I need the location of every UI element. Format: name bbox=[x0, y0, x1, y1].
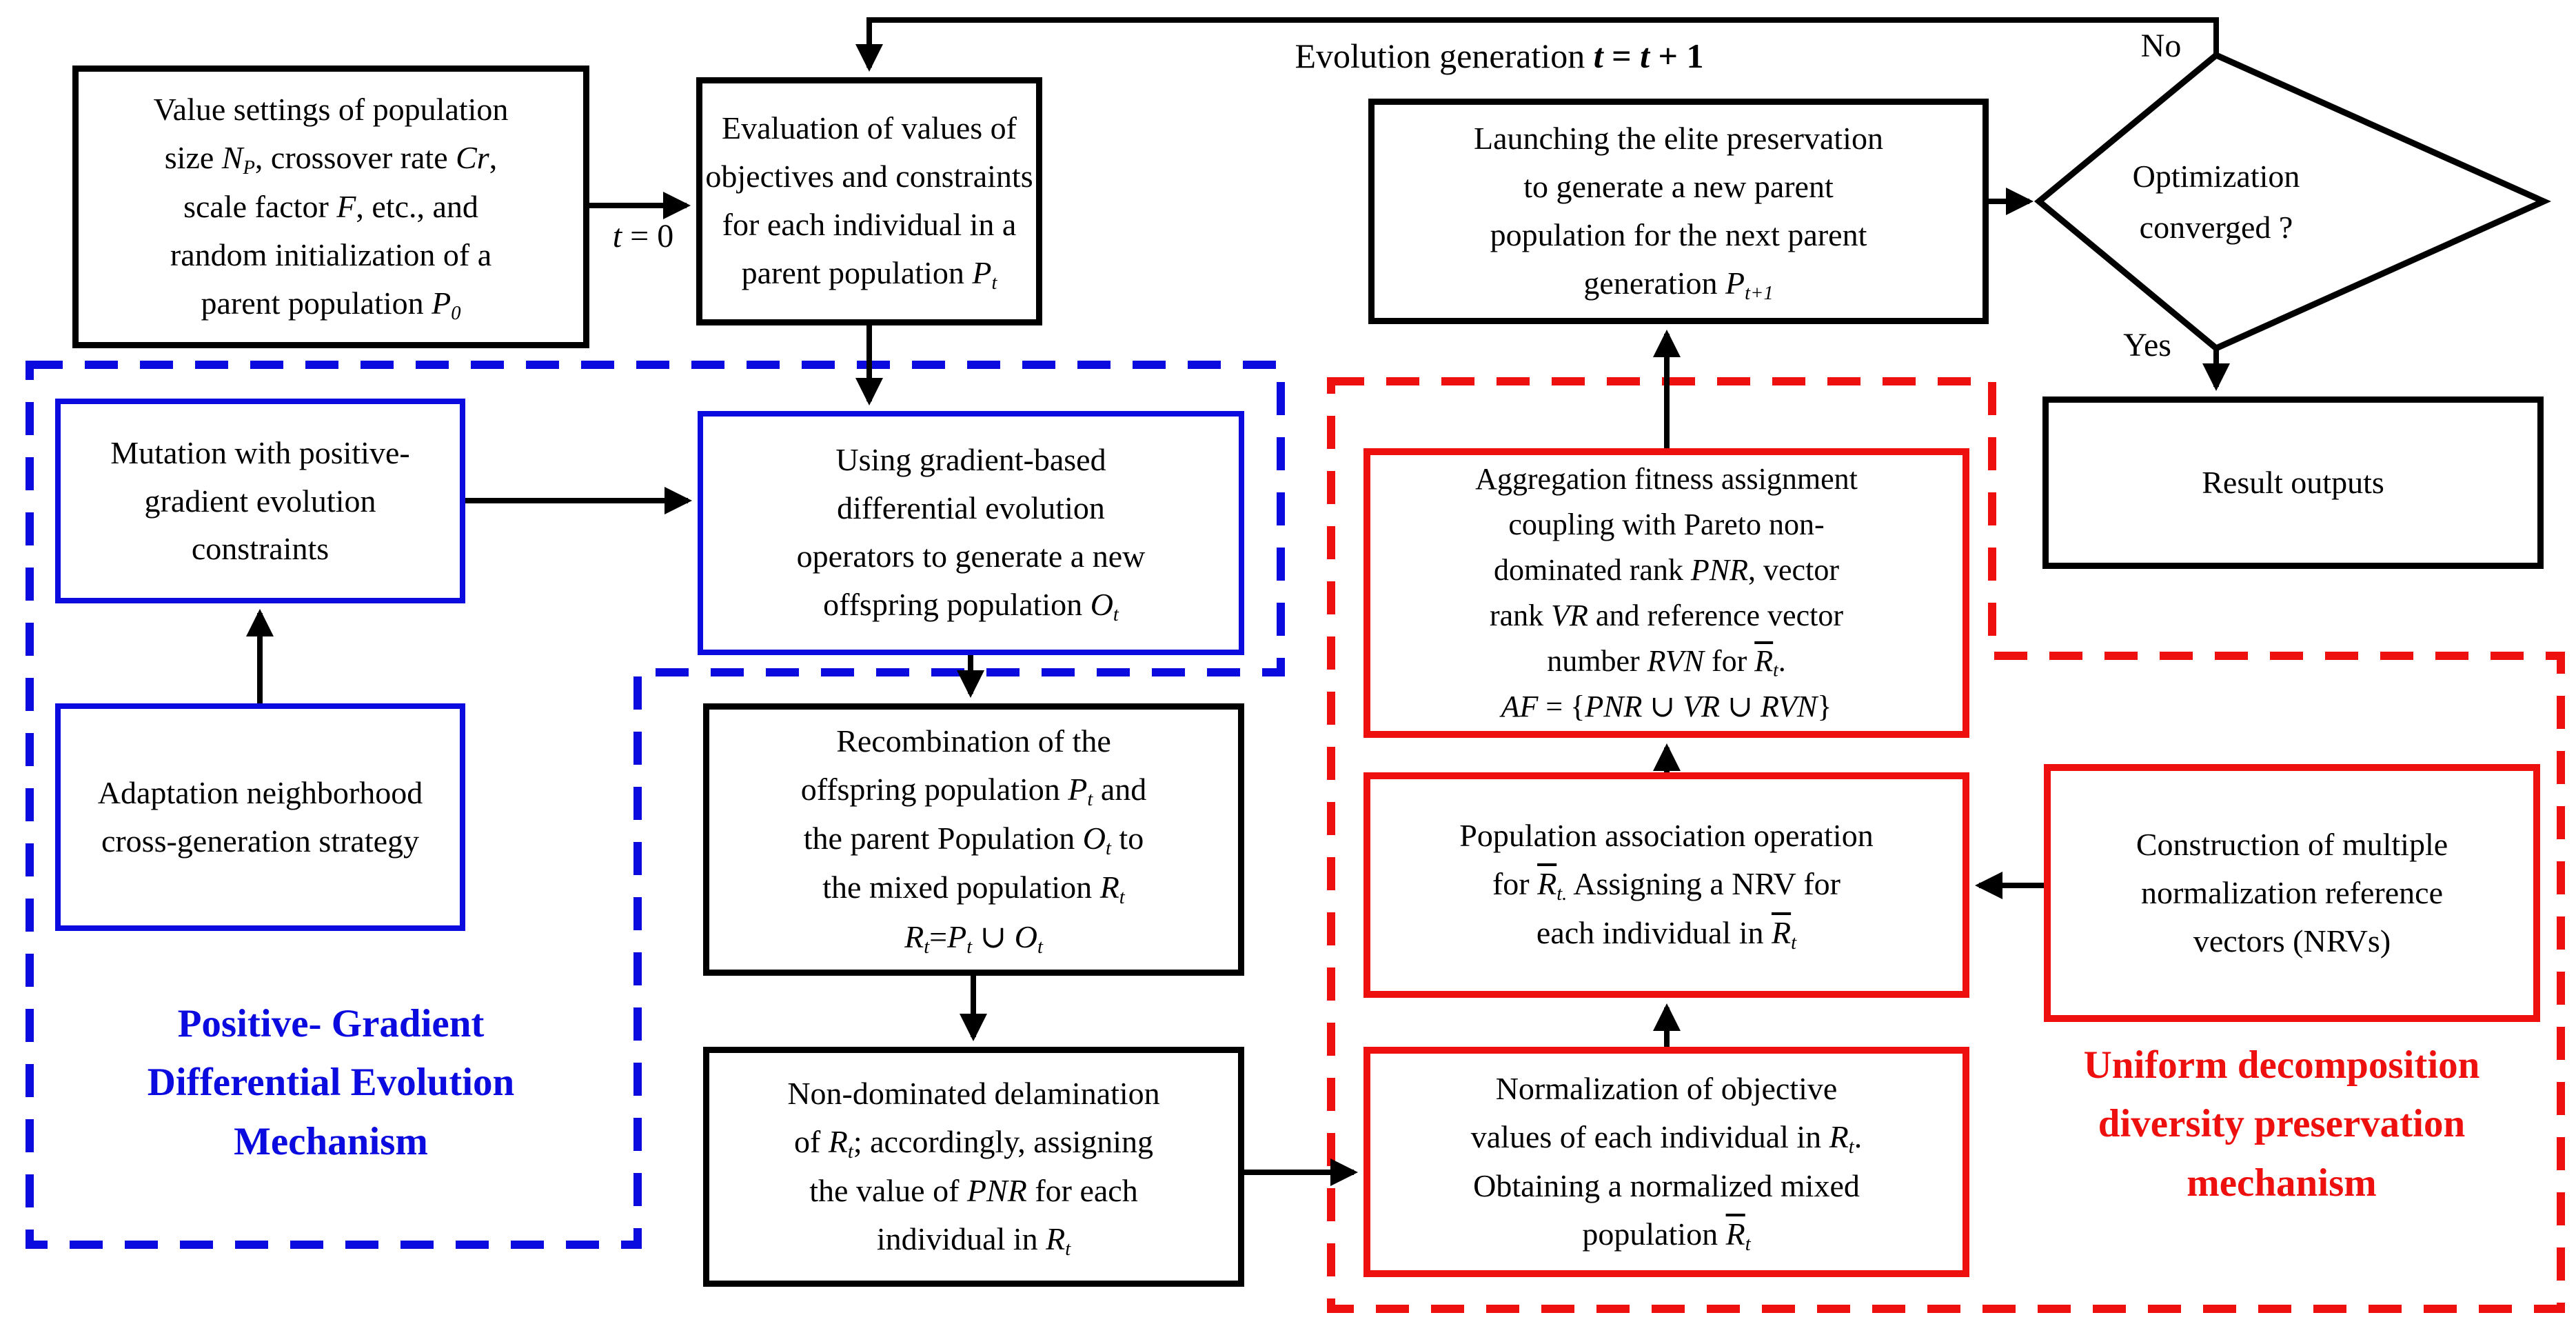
label-t-equals-0: t = 0 bbox=[612, 217, 674, 254]
label-evolution-generation: Evolution generation t = t + 1 bbox=[1295, 36, 1704, 75]
arrow-no-feedback-loop bbox=[855, 17, 2219, 72]
box-result-outputs: Result outputs bbox=[2042, 397, 2544, 569]
blue-mechanism-dashed-border bbox=[26, 361, 1285, 1249]
label-yes: Yes bbox=[2123, 326, 2171, 363]
diamond-shape bbox=[2034, 51, 2552, 352]
red-mechanism-dashed-border bbox=[1327, 377, 2565, 1313]
box-mutation: Mutation with positive-gradient evolutio… bbox=[55, 399, 465, 603]
label-no: No bbox=[2140, 27, 2182, 64]
